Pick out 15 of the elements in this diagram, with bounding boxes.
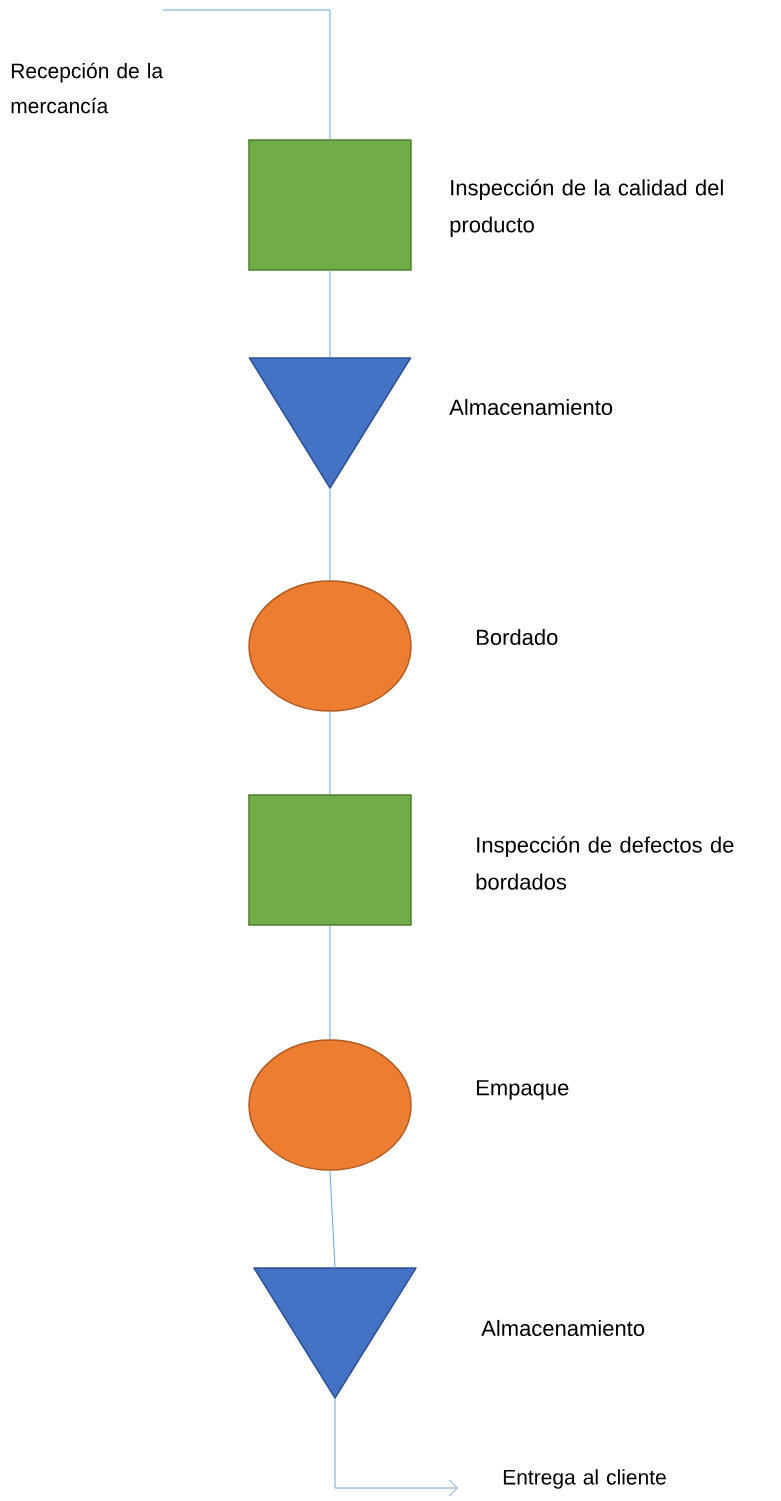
connector-line xyxy=(334,1397,458,1497)
step-label: Bordado xyxy=(477,628,558,646)
connector-line xyxy=(329,487,331,581)
connector-line xyxy=(329,925,331,1040)
connector-line xyxy=(162,9,331,140)
step-label: Empaque xyxy=(477,1080,569,1100)
step-label: Almacenamiento xyxy=(481,1319,645,1337)
note-label: Recepción de la mercancía xyxy=(11,62,164,114)
connector-line xyxy=(329,270,331,359)
step-label: Inspección de defectos de bordados xyxy=(476,836,734,890)
step-label: Almacenamiento xyxy=(449,398,613,416)
step-label: Inspección de la calidad del producto xyxy=(450,179,723,237)
connector-line xyxy=(329,711,331,795)
connector-line xyxy=(329,1170,336,1269)
note-label: Entrega al cliente xyxy=(503,1469,666,1489)
